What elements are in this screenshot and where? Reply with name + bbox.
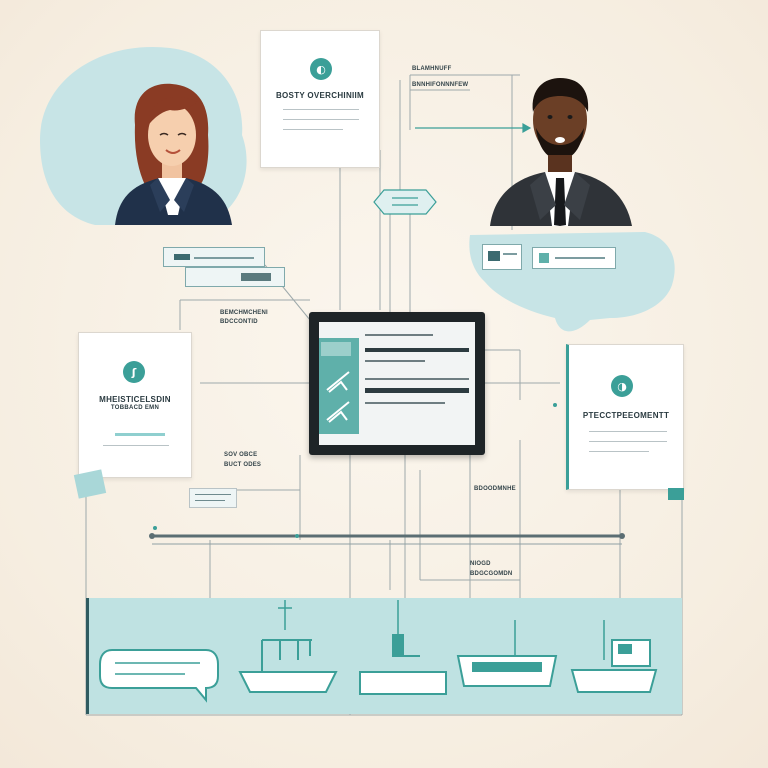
label-mid-left-2: BDCCONTID — [220, 319, 258, 325]
container-ship-icon — [456, 620, 558, 687]
screen-bar — [365, 360, 425, 362]
small-note-card — [189, 488, 237, 508]
screen-bar — [365, 334, 433, 336]
left-document: ʃ MHEISTICELSDIN TOBBACD EMN — [78, 332, 192, 478]
label-small-left-1: SOV OBCE — [224, 452, 258, 458]
small-card-1 — [163, 247, 265, 267]
boat-icon-2 — [359, 600, 447, 695]
sidebar-chart-icon — [326, 371, 350, 423]
corner-tab — [668, 488, 684, 500]
monitor-screen — [319, 322, 475, 445]
text-line — [115, 433, 165, 436]
text-line — [589, 451, 649, 452]
small-card-2 — [185, 267, 285, 287]
bus-line — [149, 403, 625, 545]
label-top-right-1: BLAMHNUFF — [412, 66, 452, 72]
document-title: BOSTY OVERCHINIIM — [275, 91, 365, 100]
speech-bubble-icon — [99, 649, 219, 703]
label-bottom-mid-1: NIOGD — [470, 561, 491, 567]
screen-bar — [365, 378, 469, 380]
text-line — [283, 129, 343, 130]
text-line — [283, 109, 359, 110]
document-title: MHEISTICELSDIN — [99, 395, 171, 404]
text-line — [589, 441, 667, 442]
small-card-right-1 — [482, 244, 522, 270]
label-bottom-mid-2: BDGCGOMDN — [470, 571, 513, 577]
document-subtitle: TOBBACD EMN — [110, 405, 160, 411]
document-badge-icon: ʃ — [123, 361, 145, 383]
document-badge-icon: ◑ — [611, 375, 633, 397]
sidebar-header — [321, 342, 351, 356]
label-mid-left-1: BEMCHMCHENI — [220, 310, 268, 316]
screen-bar — [365, 402, 445, 404]
document-title: PTECCTPEEOMENTT — [582, 411, 670, 420]
text-line — [103, 445, 169, 446]
screen-bar — [365, 388, 469, 393]
small-card-right-2 — [532, 247, 616, 269]
boat-icon-1 — [238, 600, 338, 693]
label-small-left-2: BUCT ODES — [224, 462, 262, 468]
screen-bar — [365, 348, 469, 352]
label-top-right-2: BNNHIFONNNFEW — [412, 82, 469, 88]
text-line — [283, 119, 359, 120]
document-badge-icon: ◐ — [310, 58, 332, 80]
text-line — [589, 431, 667, 432]
label-right-small: BDOODMNHE — [474, 486, 516, 492]
right-document: ◑ PTECCTPEEOMENTT — [566, 344, 684, 490]
boat-icon-4 — [570, 620, 658, 693]
monitor — [309, 312, 485, 455]
top-document: ◐ BOSTY OVERCHINIIM — [260, 30, 380, 168]
